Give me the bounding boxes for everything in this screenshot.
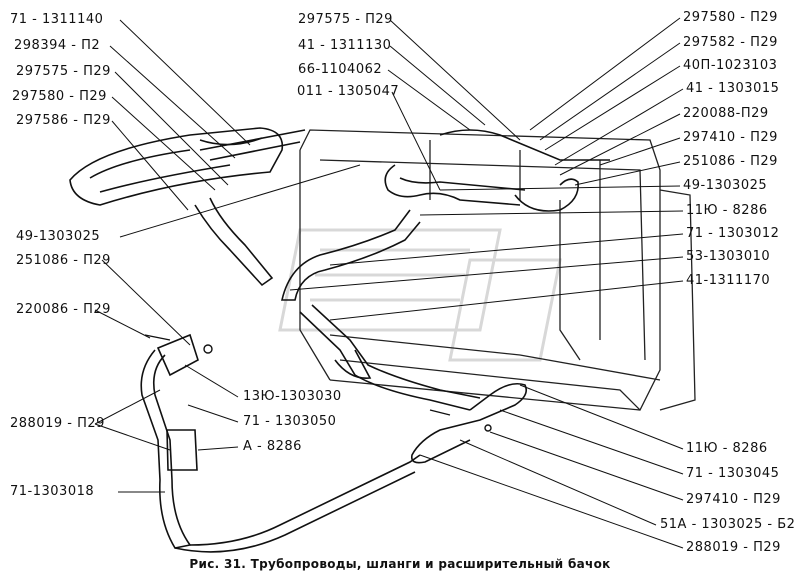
part-label: 251086 - П29 [683,154,778,169]
part-label: 11Ю - 8286 [686,203,768,218]
leader-line [94,389,161,425]
part-label: 297580 - П29 [12,89,107,104]
part-label: 297575 - П29 [16,64,111,79]
part-label: 40П-1023103 [683,58,778,73]
part-label: 288019 - П29 [686,540,781,555]
part-label: 297410 - П29 [683,130,778,145]
leader-line [599,137,681,166]
leader-line [111,96,216,191]
leader-line [544,65,681,151]
part-label: 251086 - П29 [16,253,111,268]
leader-line [554,88,684,166]
leader-line [94,309,151,339]
part-label: 288019 - П29 [10,416,105,431]
part-label: 51А - 1303025 - Б2 [660,517,796,532]
middle-pipe [194,197,421,301]
part-label: 71 - 1303050 [243,414,337,429]
leader-line [419,210,684,216]
leader-line [94,423,171,451]
lower-pipes [299,304,528,464]
leader-line [289,256,684,291]
part-label: 298394 - П2 [14,38,101,53]
leader-line [329,233,684,266]
part-label: А - 8286 [243,439,302,454]
part-label: 71 - 1303045 [686,466,780,481]
leader-line [187,404,239,423]
leader-line [119,164,361,238]
part-label: 11Ю - 8286 [686,441,768,456]
watermark-logo [278,228,562,362]
leader-line [197,446,239,451]
leader-line [184,364,239,398]
bolts [144,334,492,432]
part-label: 71 - 1311140 [10,12,104,27]
part-label: 71 - 1303012 [686,226,780,241]
part-label: 011 - 1305047 [297,84,400,99]
part-label: 49-1303025 [683,178,768,193]
leader-line [559,113,681,176]
leader-line [329,280,684,321]
leader-line [391,91,441,191]
leader-line [529,17,681,131]
part-label: 41 - 1311130 [298,38,392,53]
part-label: 297582 - П29 [683,35,778,50]
leader-line [387,69,471,131]
part-label: 41-1311170 [686,273,771,288]
leader-line [574,161,681,186]
left-hose [140,333,421,553]
part-label: 71-1303018 [10,484,95,499]
leader-line [459,439,657,526]
leader-line [389,19,521,141]
leader-line [499,409,684,475]
leader-line [119,19,251,146]
part-label: 41 - 1303015 [686,81,780,96]
leader-lines [94,17,684,549]
upper-hoses [199,129,610,212]
leader-line [419,454,684,549]
part-label: 297575 - П29 [298,12,393,27]
leader-line [539,42,681,141]
leader-line [489,431,684,501]
part-label: 13Ю-1303030 [243,389,342,404]
part-label: 66-1104062 [298,62,383,77]
part-label: 220088-П29 [683,106,769,121]
part-label: 49-1303025 [16,229,101,244]
part-label: 297410 - П29 [686,492,781,507]
leader-line [101,259,191,346]
expansion-tank [69,127,284,206]
figure-caption: Рис. 31. Трубопроводы, шланги и расширит… [189,557,611,571]
leader-line [111,120,189,211]
leader-line [109,45,236,159]
part-label: 297586 - П29 [16,113,111,128]
leader-line [519,384,684,450]
part-label: 220086 - П29 [16,302,111,317]
leader-line [114,71,229,186]
part-label: 297580 - П29 [683,10,778,25]
leader-line [389,45,486,126]
part-label: 53-1303010 [686,249,771,264]
leader-line [439,185,681,191]
